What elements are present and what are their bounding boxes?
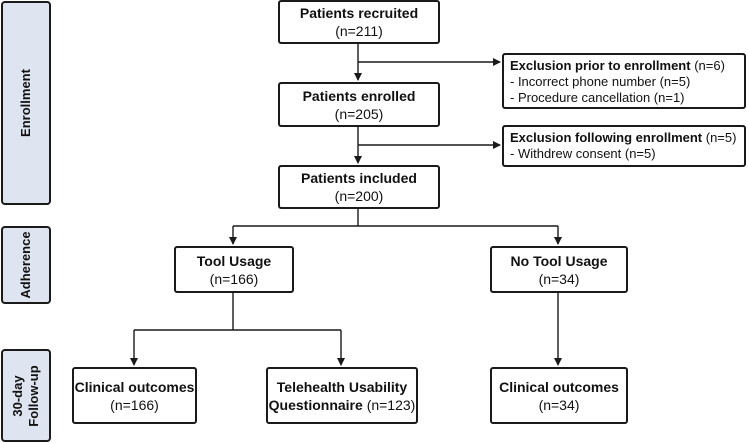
box-patients-recruited: Patients recruited (n=211) bbox=[278, 0, 440, 44]
box-title: Patients recruited bbox=[299, 5, 419, 21]
phase-enrollment-label: Enrollment bbox=[18, 69, 33, 137]
exclusion-item: - Withdrew consent (n=5) bbox=[510, 146, 656, 161]
box-title: Tool Usage bbox=[196, 252, 272, 269]
box-clinical-outcomes-tool: Clinical outcomes (n=166) bbox=[72, 367, 197, 424]
box-exclusion-prior: Exclusion prior to enrollment (n=6) - In… bbox=[502, 53, 746, 109]
box-count: (n=205) bbox=[334, 105, 384, 122]
box-count: (n=211) bbox=[335, 23, 383, 39]
exclusion-title: Exclusion following enrollment bbox=[510, 130, 703, 145]
box-count: (n=34) bbox=[538, 270, 580, 287]
box-count: (n=123) bbox=[366, 396, 416, 413]
box-title: Clinical outcomes bbox=[499, 378, 619, 395]
box-title: No Tool Usage bbox=[510, 252, 608, 269]
box-title: Clinical outcomes bbox=[74, 378, 195, 395]
phase-adherence-label: Adherence bbox=[18, 231, 33, 299]
exclusion-count: (n=6) bbox=[694, 58, 725, 73]
box-count: (n=200) bbox=[334, 188, 384, 204]
box-patients-included: Patients included (n=200) bbox=[278, 165, 440, 209]
box-telehealth-usability: Telehealth Usability Questionnaire (n=12… bbox=[266, 367, 418, 424]
exclusion-count: (n=5) bbox=[705, 130, 737, 145]
box-no-tool-usage: No Tool Usage (n=34) bbox=[490, 246, 628, 293]
exclusion-item: - Incorrect phone number (n=5) bbox=[510, 74, 691, 89]
phase-followup-label: 30-day Follow-up bbox=[10, 365, 42, 426]
box-count: (n=34) bbox=[538, 396, 580, 413]
phase-followup: 30-day Follow-up bbox=[1, 349, 51, 442]
box-title: Patients included bbox=[301, 170, 417, 186]
box-title-line2: Questionnaire bbox=[268, 396, 363, 413]
exclusion-item: - Procedure cancellation (n=1) bbox=[510, 90, 685, 105]
box-count: (n=166) bbox=[209, 270, 259, 287]
exclusion-title: Exclusion prior to enrollment bbox=[510, 58, 691, 73]
box-patients-enrolled: Patients enrolled (n=205) bbox=[278, 82, 440, 127]
box-clinical-outcomes-no-tool: Clinical outcomes (n=34) bbox=[490, 367, 628, 424]
box-exclusion-following: Exclusion following enrollment (n=5) - W… bbox=[502, 125, 746, 167]
box-count: (n=166) bbox=[110, 396, 159, 413]
phase-followup-line1: 30-day bbox=[10, 374, 25, 417]
phase-followup-line2: Follow-up bbox=[26, 364, 41, 427]
phase-enrollment: Enrollment bbox=[1, 1, 51, 205]
box-tool-usage: Tool Usage (n=166) bbox=[174, 246, 294, 293]
box-title: Patients enrolled bbox=[302, 87, 416, 104]
phase-adherence: Adherence bbox=[1, 226, 51, 304]
box-title: Telehealth Usability bbox=[276, 378, 408, 395]
